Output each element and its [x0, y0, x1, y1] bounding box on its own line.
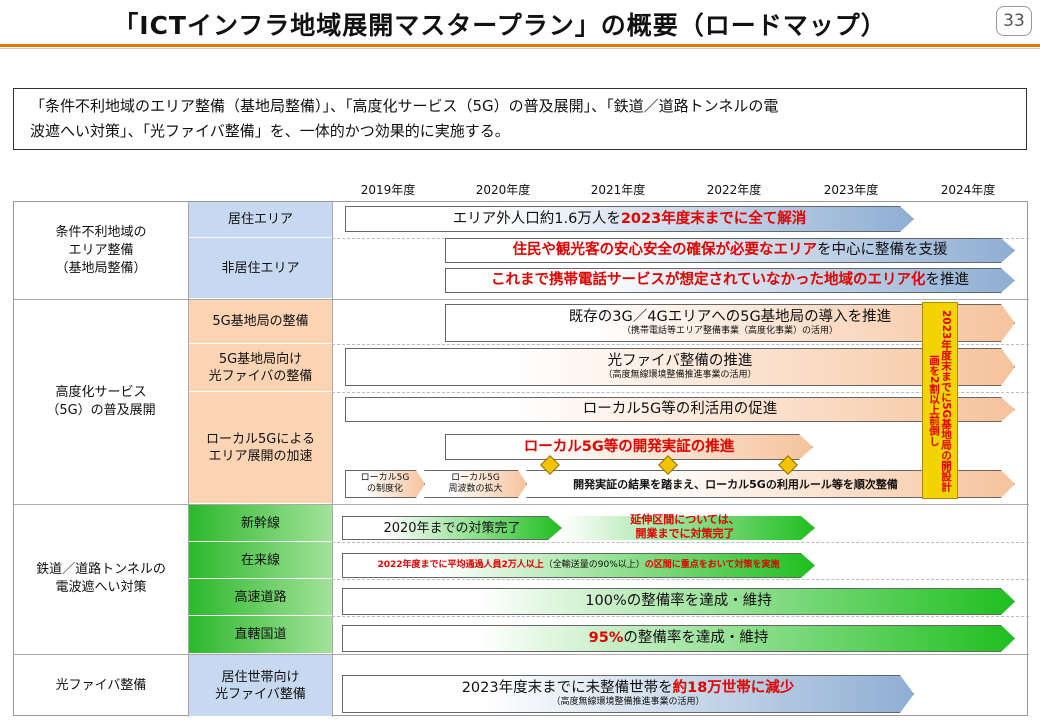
- bar-conv-highlight-2: の区間に重点をおいて対策を実施: [644, 560, 780, 570]
- header-rule-thin: [0, 48, 1040, 49]
- bar-expressway: 100%の整備率を達成・維持: [342, 588, 1015, 615]
- sub-conventional-line: 在来線: [189, 542, 332, 579]
- row-divider: [332, 344, 1029, 345]
- callout-5g-acceleration: 2023年度末までに5G基地局の開設計画を2割以上前倒し: [922, 302, 958, 499]
- bar-conventional-line: 2022年度までに平均通過人員2万人以上（全輸送量の90%以上）の区間に重点をお…: [342, 553, 815, 578]
- bar-conv-mid: （全輸送量の90%以上）: [543, 560, 645, 570]
- summary-line-2: 波遮へい対策」、「光ファイバ整備」を、一体的かつ効果的に実施する。: [30, 122, 510, 140]
- bar-residential-highlight: 2023年度末までに全て解消: [620, 210, 807, 227]
- summary-line-1: 「条件不利地域のエリア整備（基地局整備）」、「高度化サービス（5G）の普及展開」…: [30, 97, 779, 115]
- bar-national-road: 95%の整備率を達成・維持: [342, 625, 1015, 652]
- bar-non-residential-1: 住民や観光客の安心安全の確保が必要なエリアを中心に整備を支援: [445, 238, 1015, 263]
- bar-household-fiber-text: 2023年度末までに未整備世帯を: [461, 680, 673, 696]
- bar-local-5g-rules-text: 開発実証の結果を踏まえ、ローカル5Gの利用ルール等を順次整備: [573, 477, 898, 491]
- sub-expressway: 高速道路: [189, 579, 332, 616]
- category-tunnel-shielding: 鉄道／道路トンネルの 電波遮へい対策: [36, 562, 166, 595]
- bar-5g-fiber-text: 光ファイバ整備の推進: [607, 353, 753, 369]
- bar-5g-fiber-note: （高度無線環境整備推進事業の活用）: [603, 370, 757, 380]
- sub-local-5g: ローカル5Gによる エリア展開の加速: [189, 392, 332, 504]
- page-title: 「ICTインフラ地域展開マスタープラン」の概要（ロードマップ）: [113, 11, 887, 40]
- bar-local-5g-use: ローカル5G等の利活用の促進: [345, 397, 1015, 422]
- step-local-5g-frequency: ローカル5G 周波数の拡大: [424, 470, 527, 498]
- bar-local-5g-demo-text: ローカル5G等の開発実証の推進: [523, 438, 735, 455]
- summary-box: 「条件不利地域のエリア整備（基地局整備）」、「高度化サービス（5G）の普及展開」…: [13, 88, 1027, 150]
- bar-shinkansen-extension: [562, 516, 815, 540]
- bar-shinkansen: 2020年までの対策完了: [342, 516, 562, 540]
- shinkansen-extension-note: 延伸区間については、 開業までに対策完了: [630, 513, 740, 540]
- bar-nonres2-text: を推進: [925, 272, 970, 288]
- bar-household-fiber-highlight: 約18万世帯に減少: [672, 680, 795, 696]
- sub-shinkansen: 新幹線: [189, 505, 332, 542]
- bar-5g-base-station-text: 既存の3G／4Gエリアへの5G基地局の導入を推進: [568, 309, 892, 325]
- sub-residential: 居住エリア: [189, 202, 332, 238]
- bar-local-5g-demo: ローカル5G等の開発実証の推進: [445, 434, 813, 460]
- row-divider: [332, 542, 1029, 543]
- bar-nonres1-text: を中心に整備を支援: [817, 242, 948, 258]
- bar-expressway-text: 100%の整備率を達成・維持: [585, 593, 772, 609]
- bar-5g-fiber: 光ファイバ整備の推進 （高度無線環境整備推進事業の活用）: [345, 348, 1015, 386]
- category-advanced-5g: 高度化サービス （5G）の普及展開: [46, 384, 156, 418]
- bar-nonres2-highlight: これまで携帯電話サービスが想定されていなかった地域のエリア化: [490, 272, 926, 288]
- step-local-5g-frequency-text: ローカル5G 周波数の拡大: [448, 473, 503, 494]
- bar-5g-base-station-note: （携帯電話等エリア整備事業（高度化事業）の活用）: [621, 326, 838, 336]
- col-divider: [332, 202, 333, 717]
- bar-5g-base-station: 既存の3G／4Gエリアへの5G基地局の導入を推進 （携帯電話等エリア整備事業（高…: [445, 304, 1015, 342]
- sub-non-residential: 非居住エリア: [189, 238, 332, 299]
- row-divider: [14, 654, 1029, 655]
- step-local-5g-system-text: ローカル5G の制度化: [360, 473, 410, 494]
- sub-national-road: 直轄国道: [189, 616, 332, 654]
- year-2023: 2023年度: [823, 183, 879, 197]
- bar-national-road-text: の整備率を達成・維持: [623, 630, 769, 646]
- category-rural-area: 条件不利地域の エリア整備 （基地局整備）: [55, 224, 147, 276]
- step-local-5g-system: ローカル5G の制度化: [345, 470, 425, 498]
- year-2019: 2019年度: [360, 183, 416, 197]
- bar-non-residential-2: これまで携帯電話サービスが想定されていなかった地域のエリア化を推進: [445, 268, 1015, 293]
- row-divider: [332, 616, 1029, 617]
- bar-conv-highlight-1: 2022年度までに平均通過人員2万人以上: [377, 560, 544, 570]
- row-divider: [14, 504, 1029, 505]
- row-divider: [332, 392, 1029, 393]
- bar-residential: エリア外人口約1.6万人を2023年度末までに全て解消: [345, 206, 914, 232]
- row-divider: [14, 299, 1029, 300]
- bar-local-5g-use-text: ローカル5G等の利活用の促進: [582, 401, 778, 417]
- sub-5g-base-station: 5G基地局の整備: [189, 300, 332, 344]
- col-divider: [188, 202, 189, 717]
- bar-household-fiber-note: （高度無線環境整備推進事業の活用）: [551, 697, 705, 707]
- year-2024: 2024年度: [940, 183, 996, 197]
- year-2021: 2021年度: [590, 183, 646, 197]
- year-2022: 2022年度: [706, 183, 762, 197]
- year-2020: 2020年度: [475, 183, 531, 197]
- bar-shinkansen-text: 2020年までの対策完了: [383, 520, 521, 536]
- bar-household-fiber: 2023年度末までに未整備世帯を約18万世帯に減少 （高度無線環境整備推進事業の…: [342, 675, 914, 713]
- roadmap-table: 条件不利地域の エリア整備 （基地局整備） 高度化サービス （5G）の普及展開 …: [13, 201, 1029, 717]
- header-rule: [0, 44, 1040, 47]
- page-number: 33: [996, 6, 1032, 36]
- bar-residential-text: エリア外人口約1.6万人を: [452, 210, 621, 227]
- sub-5g-fiber: 5G基地局向け 光ファイバの整備: [189, 344, 332, 392]
- category-fiber: 光ファイバ整備: [55, 677, 147, 693]
- bar-national-road-highlight: 95%: [588, 630, 624, 646]
- sub-household-fiber: 居住世帯向け 光ファイバ整備: [189, 655, 332, 717]
- row-divider: [332, 579, 1029, 580]
- bar-nonres1-highlight: 住民や観光客の安心安全の確保が必要なエリア: [512, 242, 817, 258]
